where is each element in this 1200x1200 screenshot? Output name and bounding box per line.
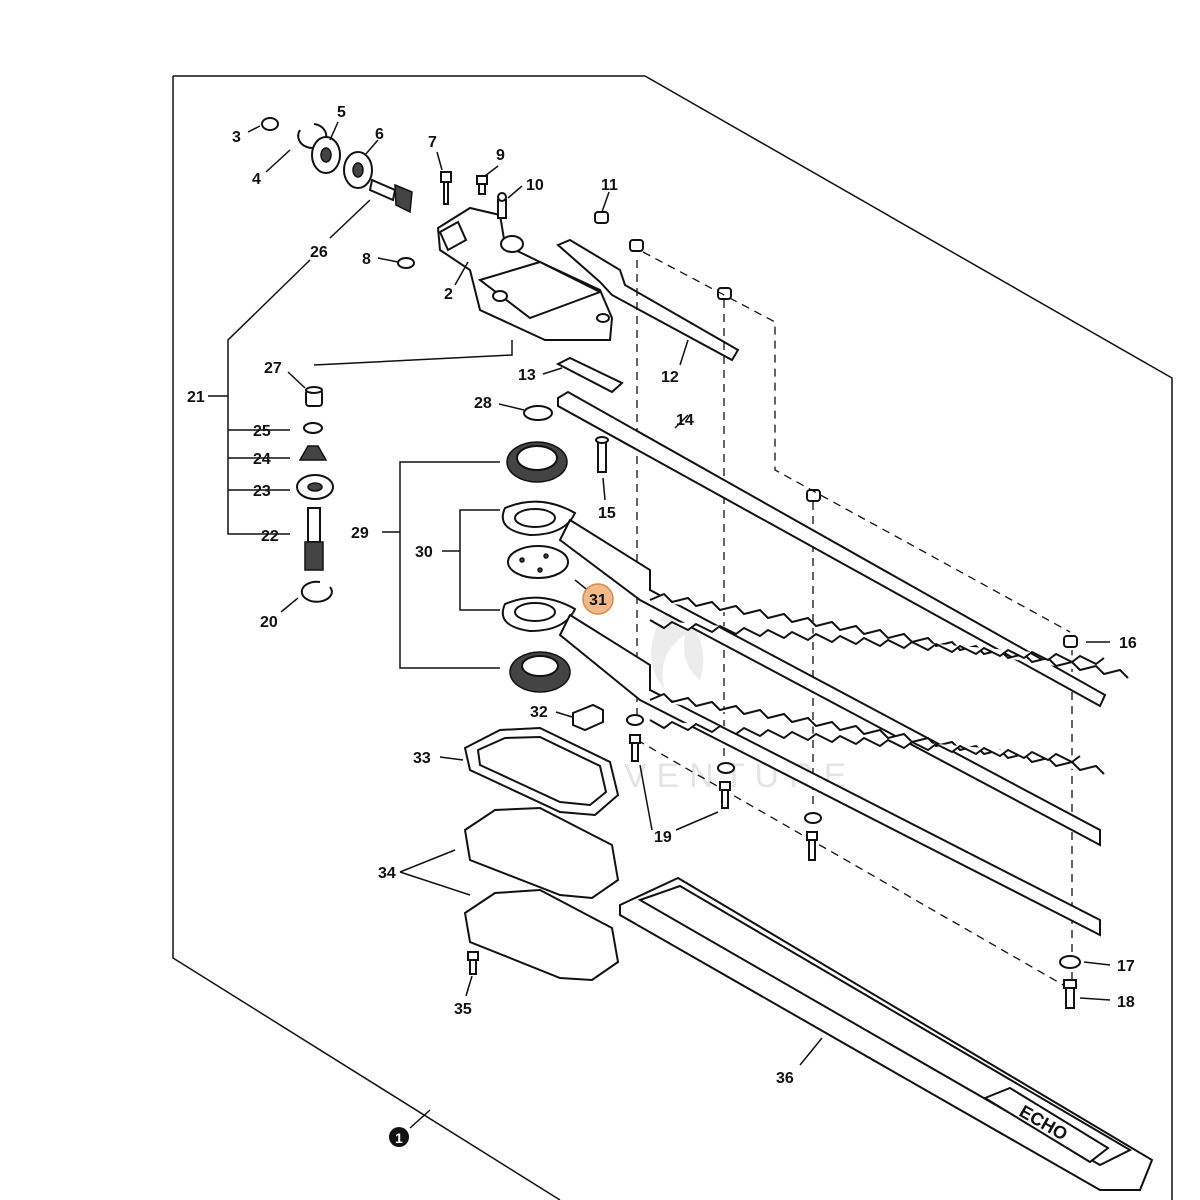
callout-9[interactable]: 9	[496, 147, 505, 164]
bolt-18[interactable]	[1063, 979, 1077, 1009]
assembly-marker-label: 1	[395, 1130, 403, 1146]
washer-19-b[interactable]	[717, 762, 735, 774]
nut-upper-b[interactable]	[717, 287, 732, 300]
nut-upper-c[interactable]	[806, 489, 821, 502]
leader-lines	[208, 121, 1111, 1129]
callout-6[interactable]: 6	[375, 126, 384, 143]
callout-17[interactable]: 17	[1117, 958, 1135, 975]
callout-20[interactable]: 20	[260, 614, 278, 631]
plate-31[interactable]	[507, 545, 569, 579]
callout-25[interactable]: 25	[253, 423, 271, 440]
blade-bar-14[interactable]	[557, 390, 1107, 708]
nut-upper-a[interactable]	[629, 239, 644, 252]
bearing-5[interactable]	[311, 136, 341, 174]
callout-27[interactable]: 27	[264, 360, 282, 377]
callout-28[interactable]: 28	[474, 395, 492, 412]
snap-ring-3[interactable]	[261, 117, 279, 131]
callout-8[interactable]: 8	[362, 251, 371, 268]
washer-8[interactable]	[397, 257, 415, 269]
pinion-gear-26[interactable]	[368, 178, 413, 214]
callout-29[interactable]: 29	[351, 525, 369, 542]
callout-36[interactable]: 36	[776, 1070, 794, 1087]
callout-24[interactable]: 24	[253, 451, 271, 468]
crank-gear-lower[interactable]	[509, 651, 571, 693]
callout-labels: 3 4 5 6 7 9 10 11 8 26 2 12 13 14 27 21 …	[187, 104, 1137, 1147]
washer-19-a[interactable]	[626, 714, 644, 726]
gear-shaft-22[interactable]	[304, 507, 324, 571]
cutter-blade-lower[interactable]	[558, 613, 1105, 937]
callout-12[interactable]: 12	[661, 369, 679, 386]
callout-26[interactable]: 26	[310, 244, 328, 261]
grease-fitting-10[interactable]	[497, 192, 507, 219]
crank-gear-upper[interactable]	[506, 441, 568, 483]
callout-31[interactable]: 31	[589, 592, 607, 609]
assembly-frame	[172, 75, 1173, 1200]
guide-plate-12[interactable]	[556, 238, 740, 362]
callout-3[interactable]: 3	[232, 129, 241, 146]
screw-35[interactable]	[467, 951, 479, 975]
callout-23[interactable]: 23	[253, 483, 271, 500]
washer-17[interactable]	[1059, 955, 1081, 969]
callout-10[interactable]: 10	[526, 177, 544, 194]
bearing-23[interactable]	[296, 474, 334, 500]
gear-case-housing[interactable]	[436, 206, 614, 341]
bolt-9[interactable]	[476, 175, 488, 195]
callout-18[interactable]: 18	[1117, 994, 1135, 1011]
nut-16[interactable]	[1063, 635, 1078, 648]
pin-15[interactable]	[595, 436, 609, 473]
callout-35[interactable]: 35	[454, 1001, 472, 1018]
clip-32[interactable]	[572, 703, 604, 732]
callout-31-highlight[interactable]	[582, 583, 614, 615]
callout-14[interactable]: 14	[676, 412, 694, 429]
bearing-6[interactable]	[343, 151, 373, 189]
callout-22[interactable]: 22	[261, 528, 279, 545]
bolt-19-b[interactable]	[719, 781, 731, 809]
gasket-34-upper[interactable]	[463, 806, 620, 900]
bushing-27[interactable]	[305, 386, 323, 407]
callout-15[interactable]: 15	[598, 505, 616, 522]
nut-11[interactable]	[594, 211, 609, 224]
circlip-20[interactable]	[300, 580, 333, 603]
callout-2[interactable]: 2	[444, 286, 453, 303]
gasket-34-lower[interactable]	[463, 888, 620, 982]
washer-25[interactable]	[303, 422, 323, 434]
callout-34[interactable]: 34	[378, 865, 396, 882]
washer-28[interactable]	[523, 405, 553, 421]
blade-cover-36[interactable]: ECHO	[619, 876, 1154, 1191]
plate-13[interactable]	[555, 356, 624, 394]
bolt-mid[interactable]	[806, 831, 818, 861]
callout-5[interactable]: 5	[337, 104, 346, 121]
callout-19[interactable]: 19	[654, 829, 672, 846]
bolt-19-a[interactable]	[629, 734, 641, 762]
assembly-marker-circle	[389, 1127, 409, 1147]
callout-33[interactable]: 33	[413, 750, 431, 767]
callout-21[interactable]: 21	[187, 389, 205, 406]
bolt-7[interactable]	[440, 171, 452, 205]
callout-30[interactable]: 30	[415, 544, 433, 561]
callout-16[interactable]: 16	[1119, 635, 1137, 652]
bevel-gear-24[interactable]	[298, 445, 328, 461]
callout-7[interactable]: 7	[428, 134, 437, 151]
cutter-blade-upper[interactable]	[558, 518, 1129, 847]
callout-13[interactable]: 13	[518, 367, 536, 384]
callout-32[interactable]: 32	[530, 704, 548, 721]
callout-11[interactable]: 11	[601, 177, 618, 194]
callout-4[interactable]: 4	[252, 171, 261, 188]
washer-mid[interactable]	[804, 812, 822, 824]
